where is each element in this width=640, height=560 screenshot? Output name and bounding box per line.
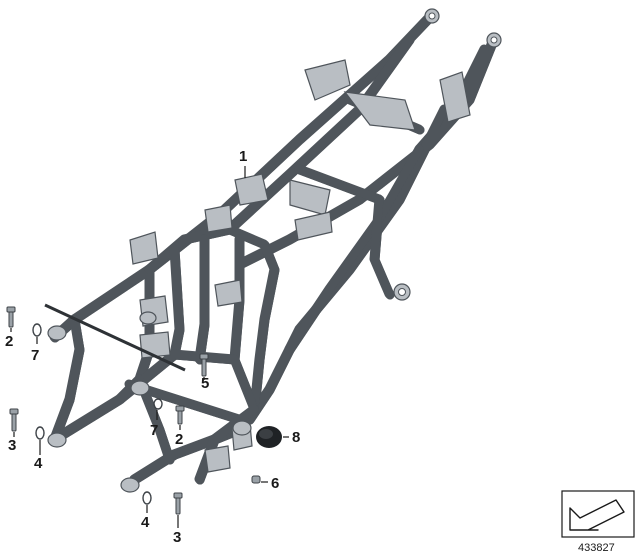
screw-2-upper [6,306,16,328]
screw-5 [199,353,209,377]
washer-7-upper [32,323,42,337]
callout-3-left: 3 [8,437,16,454]
washer-7-middle [153,398,163,410]
callout-7-middle: 7 [150,422,158,439]
callout-7-upper: 7 [31,347,39,364]
callout-4-bottom: 4 [141,514,150,531]
rubber-grommet-8 [256,426,282,448]
callout-8: 8 [292,429,300,446]
callout-2-middle: 2 [175,431,183,448]
callout-1: 1 [239,148,247,165]
document-number: 433827 [578,542,615,554]
screw-2-middle [175,405,185,425]
washer-4-bottom [142,491,152,505]
main-frame-drawing [47,8,502,493]
callout-4-left: 4 [34,455,43,472]
callout-2-upper: 2 [5,333,13,350]
screw-3-left [9,408,19,432]
washer-4-left [35,426,45,440]
arrow-down-left-icon [561,490,635,538]
screw-6 [251,475,261,484]
screw-3-bottom [173,492,183,515]
through-bolt-rod [44,303,186,372]
callout-6: 6 [271,475,279,492]
callout-5: 5 [201,375,209,392]
callout-3-bottom: 3 [173,529,181,546]
callout-leaders [10,166,289,528]
